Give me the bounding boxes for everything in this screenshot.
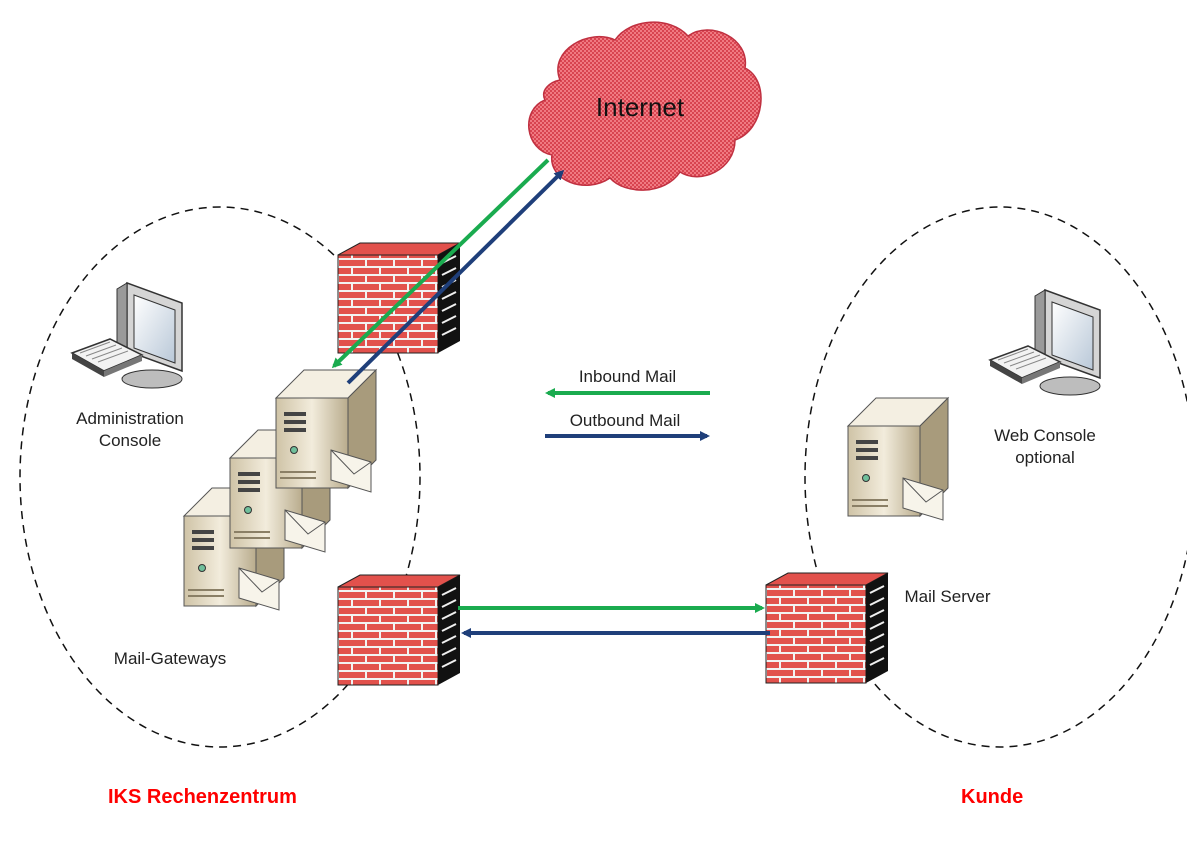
customer-mail-server xyxy=(847,397,949,521)
firewall-right-link xyxy=(765,572,889,684)
firewall-internet xyxy=(337,242,461,354)
firewall-left-link xyxy=(337,574,461,686)
web-console-computer-icon xyxy=(989,289,1101,396)
mail-gateway-server-1 xyxy=(275,369,377,493)
legend-outbound-label: Outbound Mail xyxy=(569,411,681,430)
web-console-label-line2: optional xyxy=(1015,448,1075,467)
admin-console-label-line2: Console xyxy=(98,431,162,450)
mail-gateways-label: Mail-Gateways xyxy=(113,649,227,668)
right-zone-title: Kunde xyxy=(961,786,1024,808)
outbound-arrow-internet xyxy=(346,169,565,385)
internet-label: Internet xyxy=(595,92,685,122)
left-zone-boundary xyxy=(19,206,421,748)
web-console-label: Web Console optional xyxy=(975,425,1115,469)
web-console-label-line1: Web Console xyxy=(994,426,1096,445)
internet-cloud xyxy=(528,21,762,191)
admin-console-label: Administration Console xyxy=(55,408,205,452)
admin-console-label-line1: Administration xyxy=(76,409,184,428)
mail-server-label: Mail Server xyxy=(904,587,991,606)
inbound-arrow-internet xyxy=(331,158,550,369)
admin-console-computer-icon xyxy=(71,282,183,389)
left-zone-title: IKS Rechenzentrum xyxy=(108,786,297,808)
legend-inbound-label: Inbound Mail xyxy=(578,367,677,386)
right-zone-boundary xyxy=(804,206,1187,748)
